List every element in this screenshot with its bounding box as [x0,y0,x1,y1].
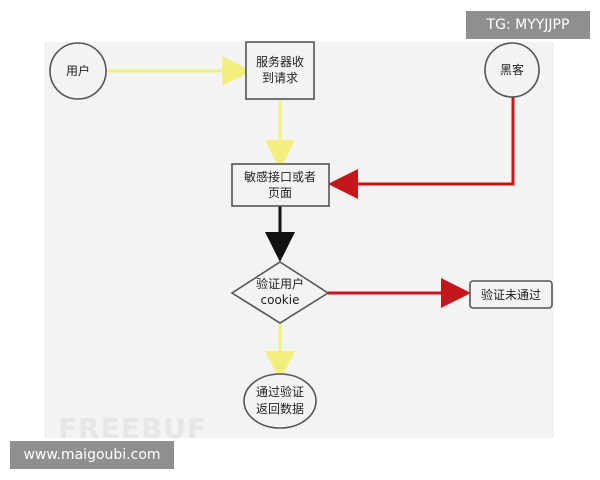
sensitive-label-line-2: 页面 [268,186,292,200]
verify-label-line-2: cookie [261,293,300,307]
user-node: 用户 [49,42,107,100]
server-node: 服务器收 到请求 [245,41,315,100]
pass-ellipse [243,373,317,429]
diagram-background [44,42,554,438]
verify-label-line-1: 验证用户 [256,276,304,291]
fail-node: 验证未通过 [469,280,553,309]
watermark-text: FREEBUF [58,412,207,445]
user-circle [49,42,107,100]
server-box [245,41,315,100]
website-tag: www.maigoubi.com [10,441,174,469]
verify-node: 验证用户 cookie [230,261,330,324]
pass-label-line-2: 返回数据 [256,401,304,416]
sensitive-box [231,163,330,207]
hacker-label: 黑客 [500,62,524,77]
fail-label: 验证未通过 [481,287,541,302]
fail-box [469,280,553,309]
pass-node: 通过验证 返回数据 [243,373,317,429]
sensitive-node: 敏感接口或者 页面 [231,163,330,207]
telegram-handle-tag: TG: MYYJJPP [466,11,590,39]
user-label: 用户 [66,63,90,78]
hacker-circle [484,42,540,98]
hacker-node: 黑客 [484,42,540,98]
sensitive-label-line-1: 敏感接口或者 [244,169,316,184]
verify-diamond [230,261,330,324]
server-label-line-2: 到请求 [262,71,298,85]
pass-label-line-1: 通过验证 [256,384,304,399]
server-label-line-1: 服务器收 [256,54,304,69]
hacker-to-sensitive-arrow [328,96,515,199]
